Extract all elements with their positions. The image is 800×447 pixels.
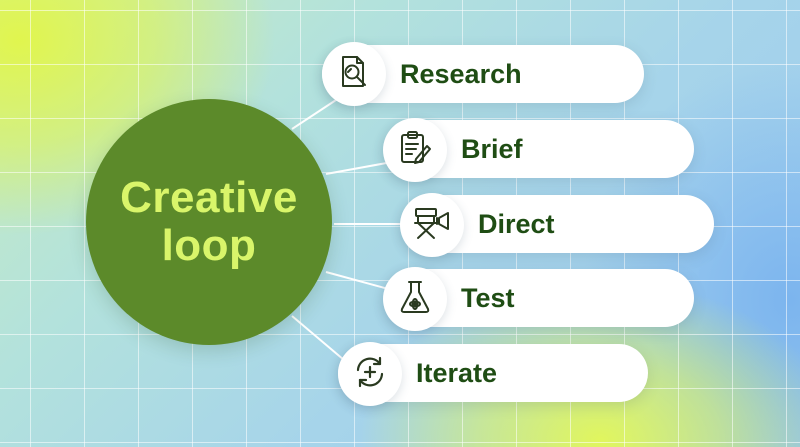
flask-icon bbox=[396, 278, 434, 321]
step-icon-circle-brief bbox=[383, 118, 447, 182]
step-label-test: Test bbox=[461, 283, 515, 313]
step-icon-circle-direct bbox=[400, 193, 464, 257]
connector-research bbox=[291, 99, 337, 130]
step-icon-circle-test bbox=[383, 267, 447, 331]
creative-loop-hub: Creative loop bbox=[86, 99, 332, 345]
step-label-iterate: Iterate bbox=[416, 358, 498, 388]
clipboard-pencil-icon bbox=[396, 129, 434, 172]
connector-brief bbox=[325, 161, 393, 175]
magnifier-document-icon bbox=[335, 53, 373, 96]
step-label-brief: Brief bbox=[461, 134, 523, 164]
hub-title-line2: loop bbox=[161, 221, 257, 270]
connector-test bbox=[325, 271, 393, 291]
step-icon-circle-iterate bbox=[338, 342, 402, 406]
step-icon-circle-research bbox=[322, 42, 386, 106]
director-chair-megaphone-icon bbox=[412, 204, 452, 247]
connector-iterate bbox=[291, 315, 345, 361]
hub-title-line1: Creative bbox=[120, 173, 298, 222]
refresh-cycle-icon bbox=[351, 353, 389, 396]
step-label-direct: Direct bbox=[478, 209, 555, 239]
step-label-research: Research bbox=[400, 59, 522, 89]
